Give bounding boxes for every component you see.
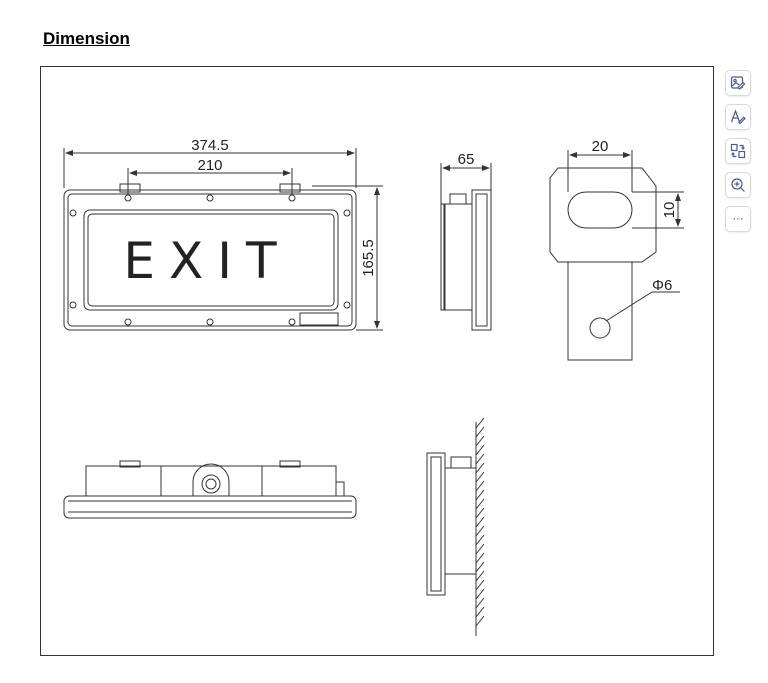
- hatch-line: [475, 579, 485, 591]
- hatch-line: [475, 480, 485, 492]
- hatch-line: [475, 570, 485, 582]
- bracket-view: [549, 167, 657, 361]
- hatch-line: [475, 471, 485, 483]
- side-view: [440, 189, 492, 331]
- zoom-in-button[interactable]: [725, 172, 751, 198]
- hatch-line: [475, 561, 485, 573]
- hatch-line: [475, 552, 485, 564]
- hatch-line: [475, 516, 485, 528]
- more-icon: ···: [732, 212, 744, 225]
- hatch-line: [475, 453, 485, 465]
- hatch-line: [475, 588, 485, 600]
- hatch-line: [475, 417, 485, 429]
- hatch-line: [475, 489, 485, 501]
- hatch-line: [475, 444, 485, 456]
- hatch-line: [475, 543, 485, 555]
- hatch-line: [475, 597, 485, 609]
- hatch-line: [475, 435, 485, 447]
- zoom-in-icon: [730, 177, 746, 193]
- dimension-drawing-frame: [40, 66, 714, 656]
- hatch-line: [475, 498, 485, 510]
- hatch-line: [475, 534, 485, 546]
- page-title: Dimension: [43, 29, 130, 48]
- dim-bracket-width-label: 20: [592, 138, 609, 155]
- side-toolbar: ···: [725, 70, 753, 240]
- hatch-line: [475, 507, 485, 519]
- wall-mounted-view: [426, 422, 477, 636]
- front-view: [63, 183, 357, 331]
- hatch-line: [475, 426, 485, 438]
- convert-icon: [730, 143, 746, 159]
- hatch-line: [475, 615, 485, 627]
- image-edit-icon: [730, 75, 746, 91]
- hatch-line: [475, 525, 485, 537]
- text-edit-icon: [730, 109, 746, 125]
- image-edit-button[interactable]: [725, 70, 751, 96]
- wall-hatching: [475, 417, 485, 627]
- more-button[interactable]: ···: [725, 206, 751, 232]
- dim-slot-height-label: 10: [661, 202, 678, 219]
- hatch-line: [475, 462, 485, 474]
- exit-sign-text: EXIT: [123, 232, 290, 290]
- dim-depth-label: 65: [458, 151, 475, 168]
- dim-hole-spacing-label: 210: [197, 157, 222, 174]
- dim-total-width-label: 374.5: [191, 137, 229, 154]
- dim-hole-diameter-label: Φ6: [652, 277, 672, 294]
- hatch-line: [475, 606, 485, 618]
- dim-height-label: 165.5: [360, 239, 377, 277]
- convert-button[interactable]: [725, 138, 751, 164]
- bottom-view: [63, 460, 357, 519]
- text-edit-button[interactable]: [725, 104, 751, 130]
